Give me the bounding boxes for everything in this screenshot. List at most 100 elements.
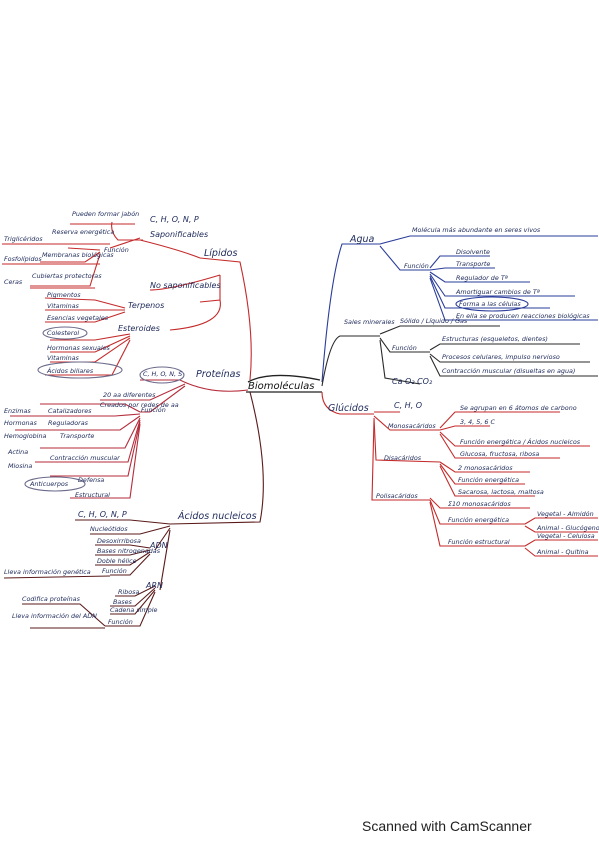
nucleicos-adn-doble: Doble hélice (97, 557, 137, 565)
branch-lipidos (2, 221, 252, 381)
lipidos-title: Lípidos (204, 248, 237, 259)
glucidos-vegetal-almidon: Vegetal - Almidón (537, 510, 594, 518)
glucidos-di: Disacáridos (384, 454, 422, 462)
nucleicos-arn-lleva: Lleva información del ADN (12, 612, 97, 620)
nucleicos-arn-codifica: Codifica proteínas (22, 595, 81, 603)
fn-hormonas (10, 413, 141, 417)
proteinas-funcion: Función (141, 406, 166, 414)
lipidos-saponificables: Saponificables (150, 230, 208, 239)
glucidos-di-funcion: Función energética (458, 476, 519, 484)
center-label: Biomoléculas (248, 380, 315, 392)
nosap-esteroides-line (169, 299, 221, 331)
branch-sales (321, 325, 598, 387)
prot-elements-circle (139, 366, 185, 384)
sales-estados-line (379, 325, 500, 335)
nucleicos-adn-desoxi: Desoxirribosa (97, 537, 141, 545)
glucidos-animal-quitina: Animal - Quitina (536, 548, 589, 556)
sales-gases: Ca O₂ CO₂ (392, 377, 433, 386)
sales-contraccion (429, 355, 598, 377)
sales-estados: Sólido / Líquido / Gas (400, 317, 468, 325)
arn-ribosa (115, 585, 156, 597)
agua-regulador (429, 271, 530, 283)
glucidos-mono: Monosacáridos (388, 422, 436, 430)
sales-procesos (429, 353, 590, 363)
est-hormonas (50, 335, 131, 353)
nucleicos-labels: Ácidos nucleicos C, H, O, N, P Nucleótid… (4, 510, 257, 626)
sales-estructuras: Estructuras (esqueletos, dientes) (442, 335, 548, 343)
fn-hemoglobina (15, 415, 141, 431)
lipidos-membranas: Membranas biológicas (42, 251, 114, 259)
est-animal (524, 547, 598, 557)
lipidos-colesterol: Colesterol (47, 329, 79, 337)
proteinas-enzimas: Enzimas (4, 407, 31, 415)
lipidos-fosfolipidos: Fosfolípidos (4, 255, 42, 263)
adn-doble (95, 551, 151, 566)
sap-to-jabon (111, 221, 143, 241)
nucleicos-connector (169, 391, 264, 525)
glu-di-line (373, 417, 441, 463)
lipidos-reserva: Reserva energética (52, 228, 114, 236)
glucidos-carbonos: 3, 4, 5, 6 C (460, 418, 495, 426)
mono-funcion (439, 431, 590, 447)
colesterol-circle (42, 326, 88, 340)
glucidos-animal-glucogeno: Animal - Glucógeno (536, 524, 599, 532)
agua-forma: Forma a las células (459, 300, 521, 308)
lipidos-vitaminas-e: Vitaminas (47, 354, 80, 362)
anticuerpos-circle (24, 476, 86, 492)
sales-contraccion: Contracción muscular (disueltas en agua) (442, 367, 575, 375)
glucidos-poli-estructural: Función estructural (448, 538, 510, 546)
proteinas-anticuerpos: Anticuerpos (29, 480, 69, 488)
fn-enzimas (40, 403, 141, 413)
sales-gases-line (379, 339, 421, 385)
proteinas-catalizadores: Catalizadores (48, 407, 92, 415)
nuc-arn-line (159, 529, 171, 591)
glucidos-di-ejemplos: Sacarosa, lactosa, maltosa (458, 488, 544, 496)
nuc-adn-line (154, 527, 171, 551)
proteinas-labels: Proteínas C, H, O, N, S 20 aa diferentes… (4, 369, 240, 499)
proteinas-contraccion: Contracción muscular (50, 454, 120, 462)
adn-desoxi (95, 544, 151, 549)
nucleicos-adn-bases: Bases nitrogenadas (97, 547, 161, 555)
branch-proteinas (10, 366, 249, 499)
branch-agua (321, 235, 598, 383)
lipidos-vitaminas-t: Vitaminas (47, 302, 80, 310)
sales-connector (321, 335, 380, 387)
nucleicos-title: Ácidos nucleicos (177, 510, 257, 522)
lipidos-terpenos: Terpenos (128, 301, 164, 310)
glucidos-connector (321, 391, 374, 415)
nucleicos-adn-funcion: Función (102, 567, 127, 575)
nuc-nucleotidos-line (90, 525, 171, 535)
di-ejemplos (439, 465, 535, 497)
lipidos-ceras: Ceras (4, 278, 23, 286)
proteinas-hemoglobina: Hemoglobina (4, 432, 46, 440)
acidos-biliares-circle (37, 361, 123, 379)
agua-title: Agua (349, 234, 375, 245)
glucidos-vegetal-celulosa: Vegetal - Celulosa (537, 532, 595, 540)
lipidos-nosap-line (149, 274, 221, 291)
lipidos-labels: Lípidos Saponificables C, H, O, N, P Pue… (4, 210, 237, 375)
prot-funcion-line (140, 385, 186, 413)
lipidos-nosap: No saponificables (150, 281, 221, 290)
sales-estructuras (429, 343, 580, 351)
arn-funcion (105, 591, 156, 627)
arn-simple (110, 589, 156, 615)
proteinas-elements: C, H, O, N, S (143, 370, 182, 378)
branch-glucidos (321, 391, 598, 557)
agua-molecula: Molécula más abundante en seres vivos (412, 226, 541, 234)
lipidos-funcion: Función (104, 246, 129, 254)
proteinas-transporte: Transporte (60, 432, 94, 440)
fn-miosina (35, 419, 141, 463)
proteinas-title: Proteínas (196, 369, 240, 380)
nucleicos-arn-simple: Cadena simple (110, 606, 158, 614)
funcion-fosfo (40, 251, 101, 263)
nucleicos-adn: ADN (149, 541, 168, 550)
glu-mono-line (373, 415, 440, 431)
lipidos-pigmentos: Pigmentos (47, 291, 81, 299)
funcion-trig (67, 247, 101, 251)
fn-actina (40, 417, 141, 449)
terp-pigmentos (44, 297, 126, 309)
glucidos-mono-ejemplos: Glucosa, fructosa, ribosa (460, 450, 539, 458)
nucleicos-arn: ARN (145, 581, 163, 590)
di-funcion (439, 463, 525, 485)
